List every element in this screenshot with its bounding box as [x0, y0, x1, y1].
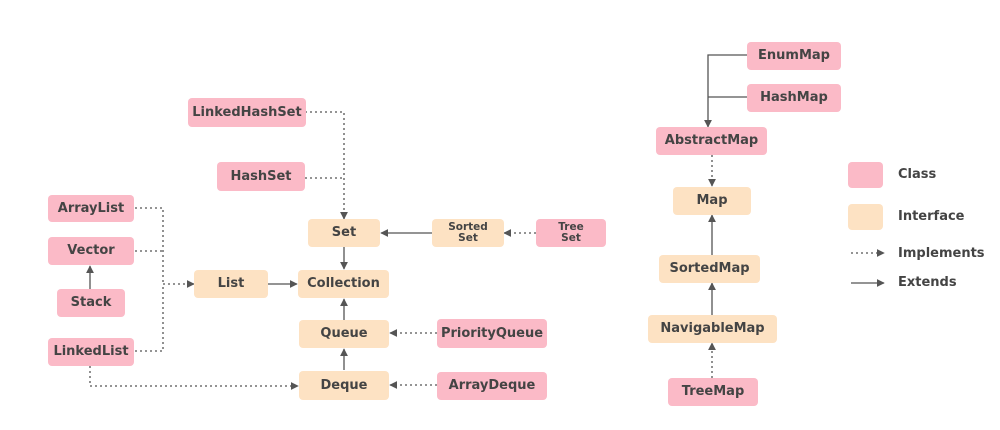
edge-arraylist-list [135, 207, 164, 284]
edge-enummap-abstractmap [704, 54, 747, 128]
node-priorityqueue: PriorityQueue [437, 319, 547, 348]
legend-class-label: Class [898, 167, 937, 182]
node-collection: Collection [298, 270, 389, 298]
node-abstractmap: AbstractMap [656, 127, 767, 155]
node-queue: Queue [299, 320, 389, 348]
node-treemap: TreeMap [668, 378, 758, 406]
edge-linkedlist-list [135, 284, 164, 352]
node-map: Map [673, 187, 751, 215]
legend-extends-label: Extends [898, 275, 957, 290]
legend-implements-label: Implements [898, 246, 985, 261]
node-stack: Stack [57, 289, 125, 317]
legend-interface-label: Interface [898, 209, 965, 224]
legend-class-swatch [848, 162, 883, 188]
node-navigablemap: NavigableMap [648, 315, 777, 343]
edge-linkedhashset-set [305, 111, 348, 220]
node-linkedlist: LinkedList [48, 338, 134, 366]
node-hashset: HashSet [217, 162, 305, 191]
node-sortedmap: SortedMap [659, 255, 760, 283]
node-vector: Vector [48, 237, 134, 265]
node-sortedset: Sorted Set [432, 219, 504, 247]
node-enummap: EnumMap [747, 42, 841, 70]
legend-interface-swatch [848, 204, 883, 230]
node-linkedhashset: LinkedHashSet [188, 98, 306, 127]
edge-linkedlist-deque [89, 366, 299, 390]
node-hashmap: HashMap [747, 84, 841, 112]
node-treeset: Tree Set [536, 219, 606, 247]
node-set: Set [308, 219, 380, 247]
node-arraydeque: ArrayDeque [437, 372, 547, 400]
node-deque: Deque [299, 371, 389, 400]
node-list: List [194, 270, 268, 298]
node-arraylist: ArrayList [48, 195, 134, 222]
